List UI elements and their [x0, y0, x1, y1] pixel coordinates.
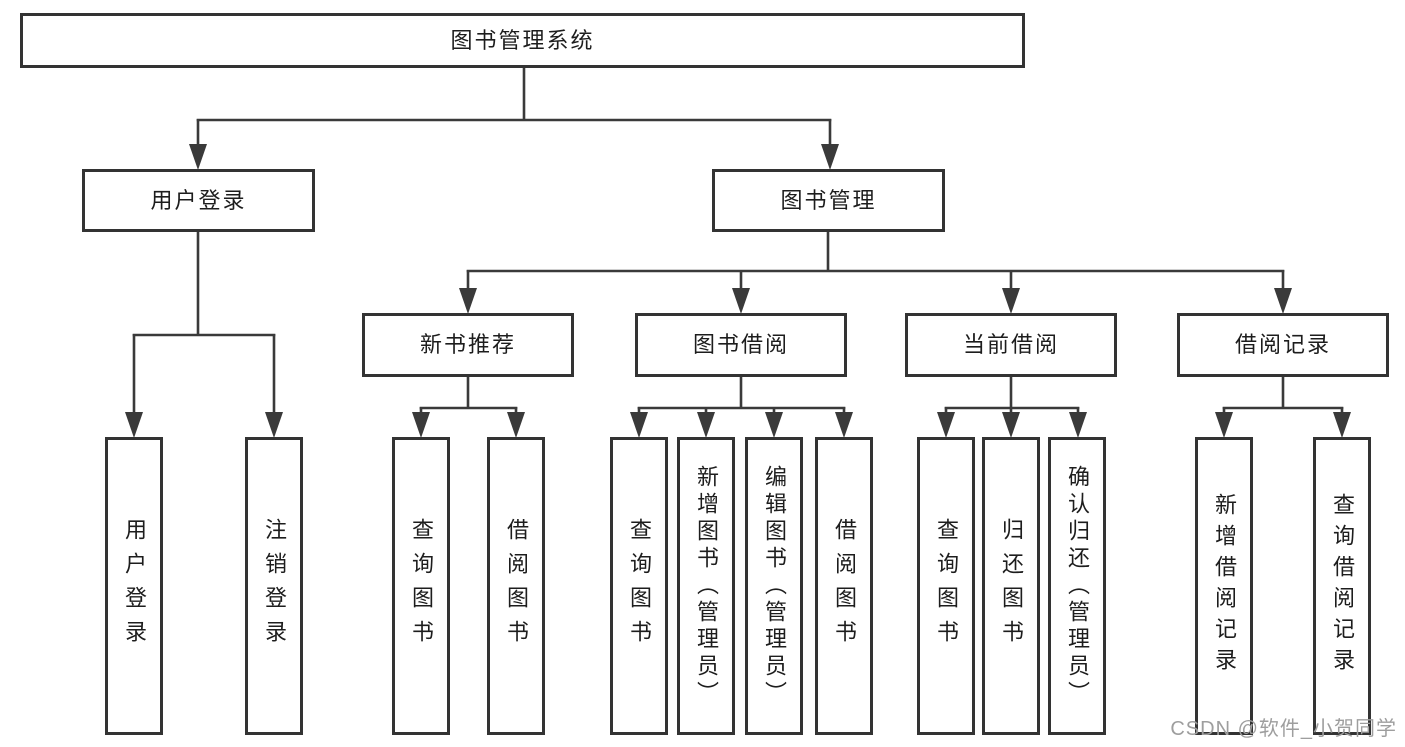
- node-label: 用户登录: [122, 518, 147, 654]
- node-label: 查询图书: [627, 518, 652, 654]
- leaf-add-borrow-record: 新增借阅记录: [1195, 437, 1253, 735]
- node-borrow-records: 借阅记录: [1177, 313, 1389, 377]
- node-book-management: 图书管理: [712, 169, 945, 232]
- node-label: 借阅图书: [832, 518, 857, 654]
- node-label: 新增图书（管理员）: [694, 464, 719, 708]
- leaf-search-books-borrow: 查询图书: [610, 437, 668, 735]
- node-label: 借阅记录: [1234, 332, 1331, 357]
- leaf-logout: 注销登录: [245, 437, 303, 735]
- node-current-borrow: 当前借阅: [905, 313, 1117, 377]
- node-label: 当前借阅: [962, 332, 1059, 357]
- node-label: 新书推荐: [419, 332, 516, 357]
- node-label: 编辑图书（管理员）: [762, 464, 787, 708]
- node-label: 查询图书: [934, 518, 959, 654]
- leaf-borrow-books: 借阅图书: [815, 437, 873, 735]
- node-library-system-root: 图书管理系统: [20, 13, 1025, 68]
- leaf-borrow-books-recommend: 借阅图书: [487, 437, 545, 735]
- node-label: 注销登录: [262, 518, 287, 654]
- node-label: 新增借阅记录: [1212, 493, 1237, 679]
- leaf-confirm-return-admin: 确认归还（管理员）: [1048, 437, 1106, 735]
- leaf-edit-books-admin: 编辑图书（管理员）: [745, 437, 803, 735]
- leaf-return-books: 归还图书: [982, 437, 1040, 735]
- node-label: 查询借阅记录: [1330, 493, 1355, 679]
- leaf-search-borrow-record: 查询借阅记录: [1313, 437, 1371, 735]
- leaf-search-books-current: 查询图书: [917, 437, 975, 735]
- node-label: 图书管理: [780, 187, 877, 213]
- csdn-watermark: CSDN @软件_小贺同学: [1170, 718, 1397, 740]
- node-label: 用户登录: [150, 187, 247, 213]
- node-label: 确认归还（管理员）: [1065, 464, 1090, 708]
- node-user-login: 用户登录: [82, 169, 315, 232]
- node-label: 借阅图书: [504, 518, 529, 654]
- node-book-borrow: 图书借阅: [635, 313, 847, 377]
- node-label: 查询图书: [409, 518, 434, 654]
- node-label: 图书借阅: [692, 332, 789, 357]
- arrowheads: [125, 144, 1351, 438]
- leaf-user-login: 用户登录: [105, 437, 163, 735]
- leaf-add-books-admin: 新增图书（管理员）: [677, 437, 735, 735]
- node-new-book-recommend: 新书推荐: [362, 313, 574, 377]
- node-label: 归还图书: [999, 518, 1024, 654]
- leaf-search-books-recommend: 查询图书: [392, 437, 450, 735]
- node-label: 图书管理系统: [450, 27, 595, 53]
